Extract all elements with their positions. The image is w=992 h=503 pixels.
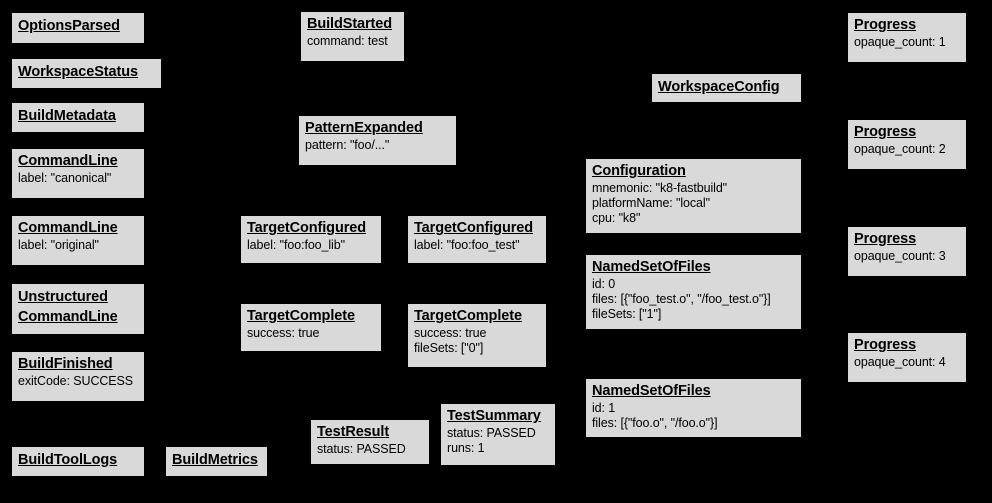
node-attribute: opaque_count: 3: [854, 249, 946, 264]
node-attribute: cpu: "k8": [592, 210, 641, 225]
node-test-result[interactable]: TestResult status: PASSED: [310, 419, 430, 465]
node-pattern-expanded[interactable]: PatternExpanded pattern: "foo/...": [298, 115, 457, 166]
node-attribute: opaque_count: 4: [854, 355, 946, 370]
node-title: BuildFinished: [18, 356, 113, 372]
node-attribute: exitCode: SUCCESS: [18, 374, 134, 389]
node-attribute: files: [{"foo.o", "/foo.o"}]: [592, 415, 718, 430]
node-attribute: fileSets: ["0"]: [414, 340, 484, 355]
node-attribute: opaque_count: 2: [854, 142, 946, 157]
node-configuration[interactable]: Configuration mnemonic: "k8-fastbuild"pla…: [585, 158, 802, 234]
node-attribute: status: PASSED: [317, 442, 406, 457]
node-title: BuildStarted: [307, 16, 393, 32]
node-workspace-config[interactable]: WorkspaceConfig: [651, 73, 802, 103]
node-attribute: status: PASSED: [447, 426, 536, 441]
node-title: TestResult: [317, 424, 390, 440]
node-title: Configuration: [592, 163, 686, 179]
node-attribute-list: opaque_count: 4: [854, 355, 960, 370]
node-attribute-list: success: true: [247, 326, 375, 341]
node-attribute-list: pattern: "foo/...": [305, 138, 450, 153]
node-attribute-list: opaque_count: 1: [854, 35, 960, 50]
node-command-line-canonical[interactable]: CommandLine label: "canonical": [11, 148, 145, 199]
node-title: NamedSetOfFiles: [592, 383, 711, 399]
node-attribute: label: "original": [18, 238, 99, 253]
node-attribute: fileSets: ["1"]: [592, 306, 662, 321]
node-title: TargetComplete: [414, 308, 522, 324]
node-progress-2[interactable]: Progress opaque_count: 2: [847, 119, 967, 170]
node-attribute: id: 1: [592, 401, 616, 416]
node-target-complete-lib[interactable]: TargetComplete success: true: [240, 303, 382, 352]
node-workspace-status[interactable]: WorkspaceStatus: [11, 58, 162, 89]
node-build-finished[interactable]: BuildFinished exitCode: SUCCESS: [11, 351, 145, 402]
node-attribute: pattern: "foo/...": [305, 138, 390, 153]
node-progress-3[interactable]: Progress opaque_count: 3: [847, 226, 967, 277]
node-attribute: command: test: [307, 34, 388, 49]
node-attribute-list: command: test: [307, 34, 398, 49]
node-title: BuildMetadata: [18, 108, 116, 124]
node-title: Progress: [854, 337, 917, 353]
node-build-started[interactable]: BuildStarted command: test: [300, 11, 405, 62]
node-attribute: mnemonic: "k8-fastbuild": [592, 181, 728, 196]
node-attribute: label: "foo:foo_test": [414, 238, 520, 253]
node-progress-4[interactable]: Progress opaque_count: 4: [847, 332, 967, 383]
node-attribute-list: label: "canonical": [18, 171, 138, 186]
node-title: TargetConfigured: [414, 220, 533, 236]
node-attribute: runs: 1: [447, 440, 485, 455]
node-title: CommandLine: [18, 220, 118, 236]
node-title: Progress: [854, 124, 917, 140]
node-options-parsed[interactable]: OptionsParsed: [11, 12, 145, 44]
node-attribute-list: mnemonic: "k8-fastbuild"platformName: "l…: [592, 181, 795, 225]
node-build-tool-logs[interactable]: BuildToolLogs: [11, 446, 145, 477]
node-title: TargetComplete: [247, 308, 355, 324]
node-title: OptionsParsed: [18, 18, 120, 34]
node-attribute: platformName: "local": [592, 195, 710, 210]
node-title: TargetConfigured: [247, 220, 366, 236]
node-attribute-list: opaque_count: 3: [854, 249, 960, 264]
node-attribute-list: label: "original": [18, 238, 138, 253]
node-attribute: success: true: [247, 326, 320, 341]
node-title: WorkspaceStatus: [18, 64, 138, 80]
node-attribute: id: 0: [592, 277, 616, 292]
node-title: TestSummary: [447, 408, 541, 424]
node-title: WorkspaceConfig: [658, 79, 780, 95]
node-attribute: label: "foo:foo_lib": [247, 238, 345, 253]
node-attribute: opaque_count: 1: [854, 35, 946, 50]
node-unstructured-command-line[interactable]: Unstructured CommandLine: [11, 283, 145, 335]
node-build-metrics[interactable]: BuildMetrics: [165, 446, 268, 477]
node-attribute-list: opaque_count: 2: [854, 142, 960, 157]
node-command-line-original[interactable]: CommandLine label: "original": [11, 215, 145, 266]
node-title: PatternExpanded: [305, 120, 423, 136]
node-target-configured-test[interactable]: TargetConfigured label: "foo:foo_test": [407, 215, 547, 264]
node-attribute: files: [{"foo_test.o", "/foo_test.o"}]: [592, 291, 771, 306]
node-attribute-list: label: "foo:foo_test": [414, 238, 540, 253]
node-attribute-list: status: PASSED: [317, 442, 423, 457]
node-title: Progress: [854, 17, 917, 33]
node-attribute: label: "canonical": [18, 171, 112, 186]
node-build-metadata[interactable]: BuildMetadata: [11, 102, 145, 133]
node-title: CommandLine: [18, 153, 118, 169]
node-title: BuildMetrics: [172, 452, 258, 468]
node-target-configured-lib[interactable]: TargetConfigured label: "foo:foo_lib": [240, 215, 382, 264]
node-attribute: success: true: [414, 326, 487, 341]
node-attribute-list: exitCode: SUCCESS: [18, 374, 138, 389]
node-title: BuildToolLogs: [18, 452, 118, 468]
node-title: Progress: [854, 231, 917, 247]
node-attribute-list: label: "foo:foo_lib": [247, 238, 375, 253]
node-progress-1[interactable]: Progress opaque_count: 1: [847, 12, 967, 63]
node-title: NamedSetOfFiles: [592, 259, 711, 275]
node-title: Unstructured CommandLine: [18, 289, 118, 325]
